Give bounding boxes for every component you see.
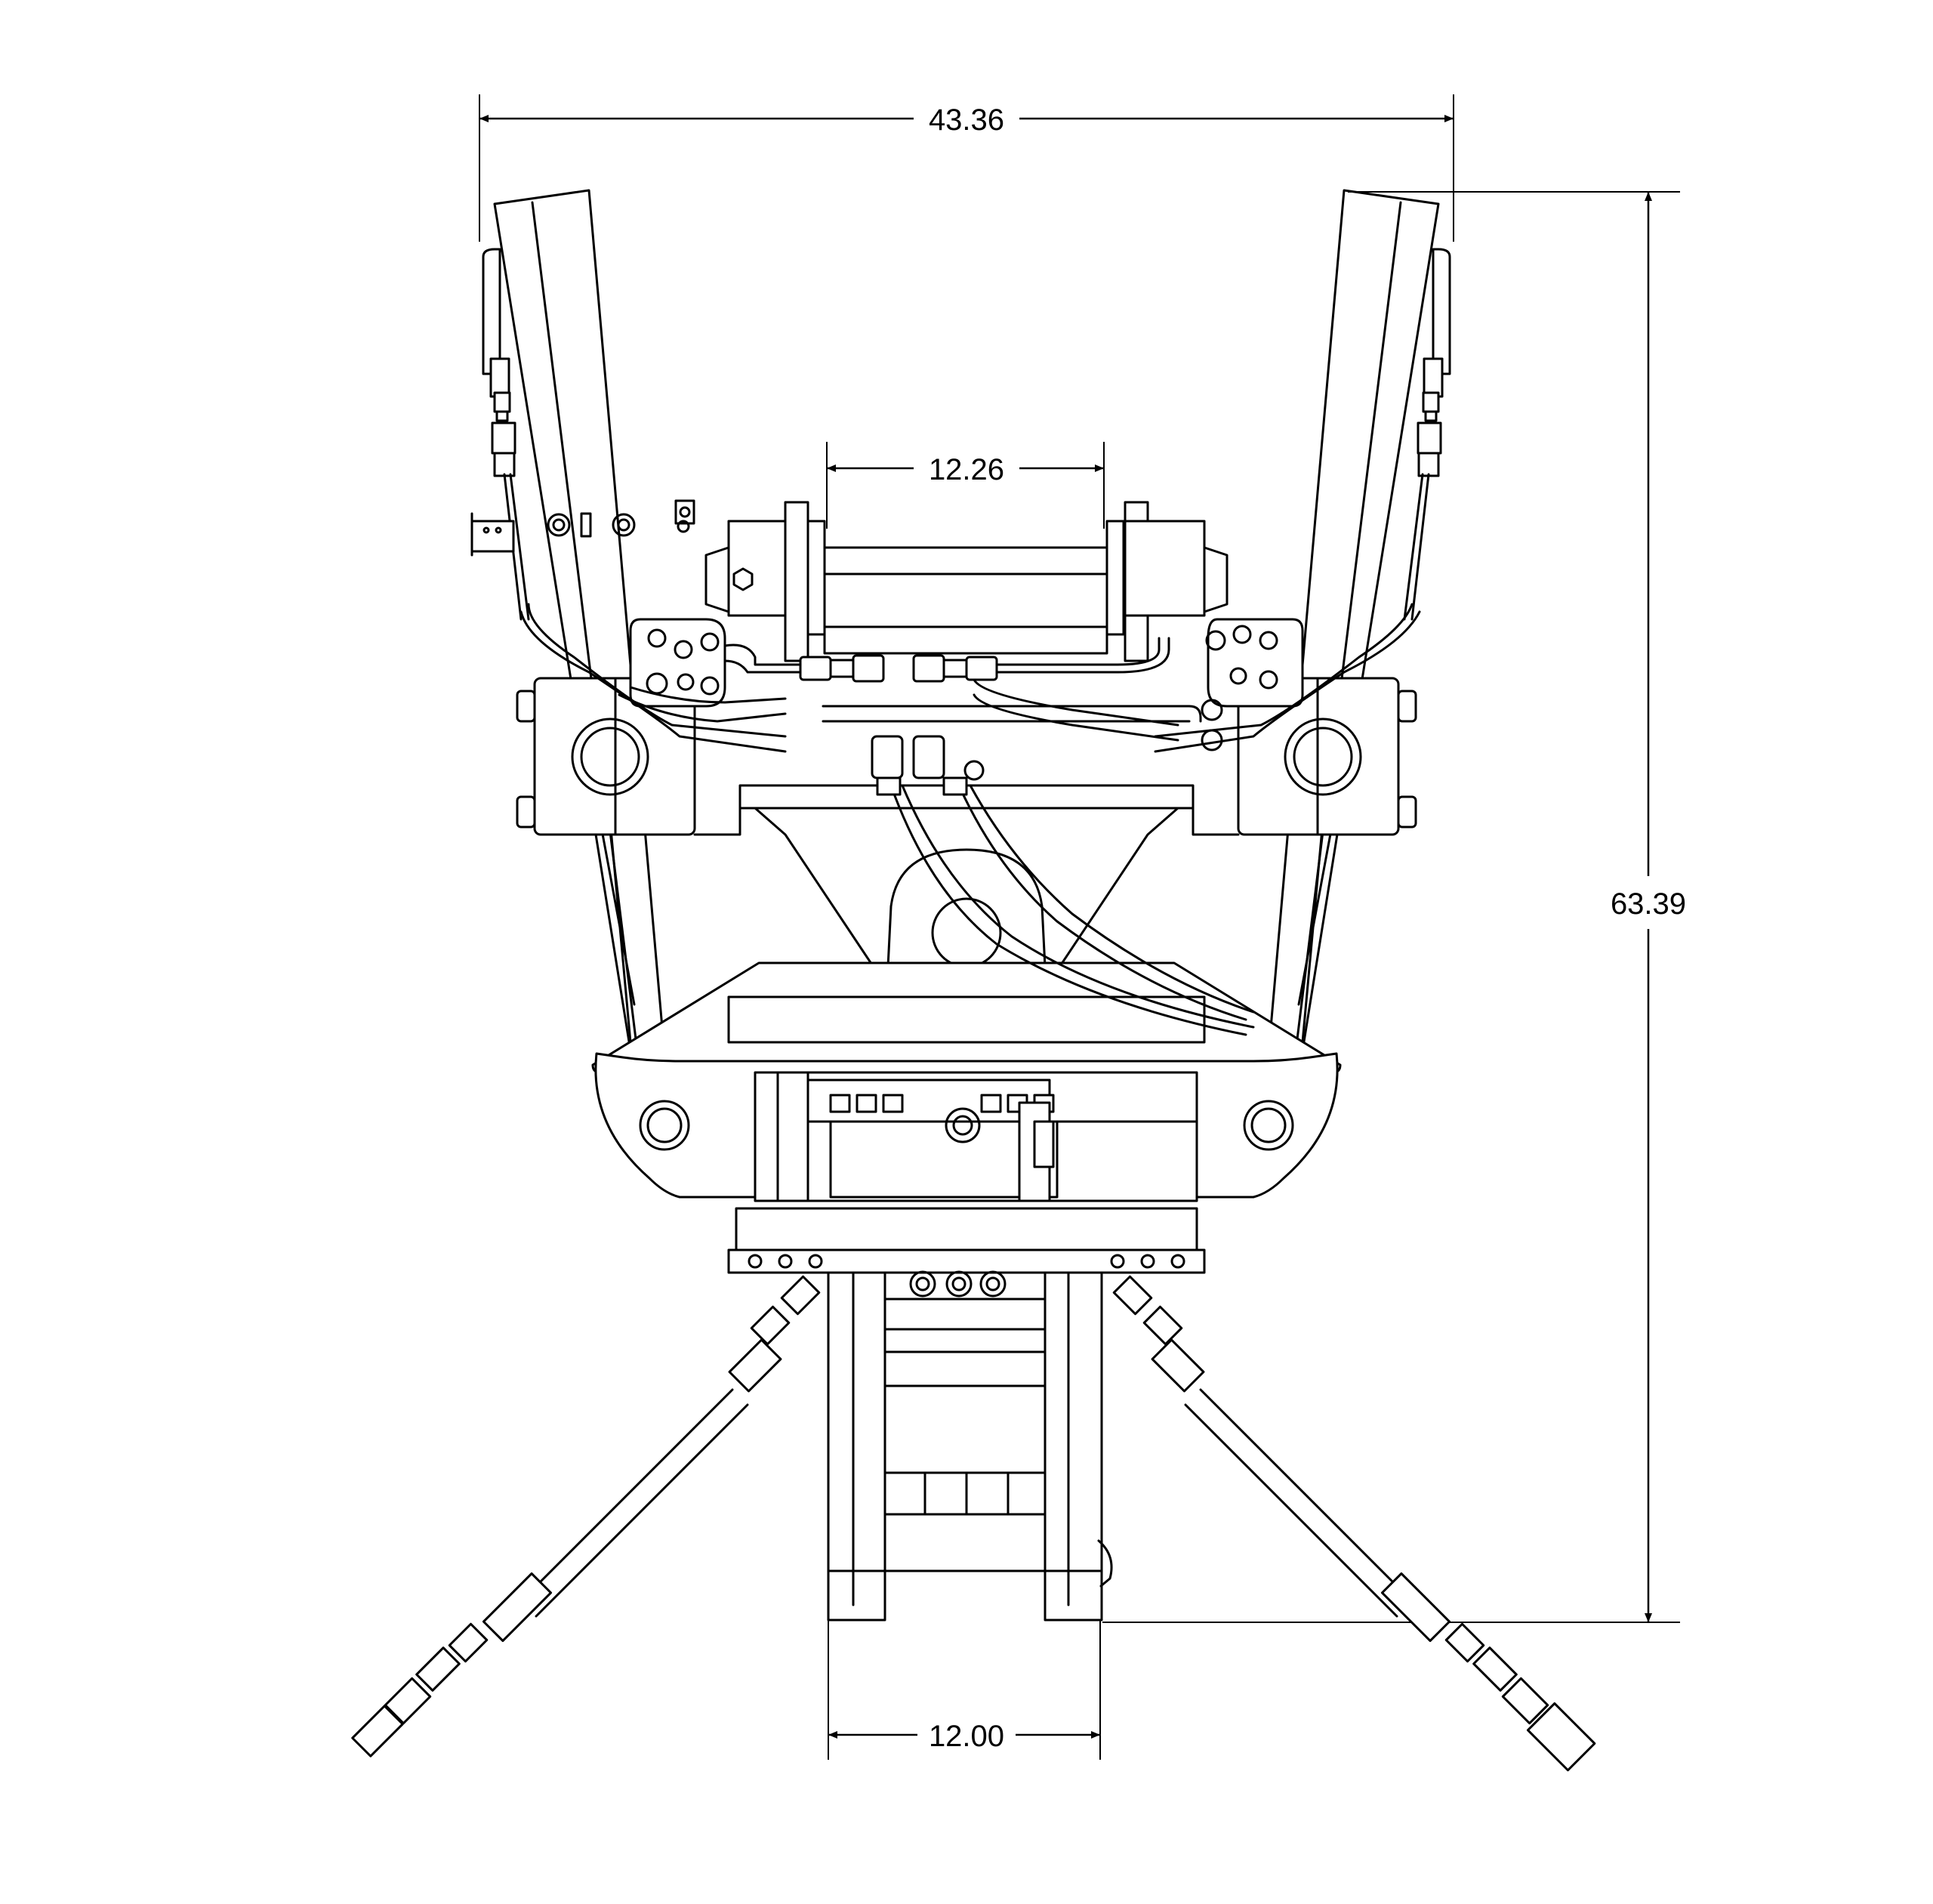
dimension-bottom-width: 12.00 <box>828 1620 1101 1760</box>
upper-hose-network <box>519 603 1421 753</box>
lower-mount <box>827 1271 1113 1622</box>
right-arm-hydraulic-line <box>1403 248 1451 621</box>
rotation-bearing <box>727 1207 1206 1301</box>
upper-cylinder-assembly <box>704 501 1229 662</box>
center-crossing-hoses <box>871 735 1255 1036</box>
dimension-overall-height: 63.39 <box>1102 191 1686 1623</box>
lower-right-hose <box>1112 1275 1596 1772</box>
lower-left-hose <box>351 1275 821 1757</box>
dimension-label-top-inner-width: 12.26 <box>929 453 1004 486</box>
mounting-plate-left <box>629 618 726 708</box>
fittings-row-left <box>470 499 695 557</box>
dimension-label-overall-width: 43.36 <box>929 103 1004 137</box>
dimension-label-overall-height: 63.39 <box>1611 887 1686 921</box>
mounting-plate-right <box>1205 618 1304 708</box>
left-arm-hydraulic-line <box>482 248 530 621</box>
rotator-body <box>754 1071 1198 1202</box>
dimension-label-bottom-width: 12.00 <box>929 1720 1004 1753</box>
dimension-overall-width: 43.36 <box>479 94 1454 242</box>
dimension-top-inner-width: 12.26 <box>826 442 1105 529</box>
